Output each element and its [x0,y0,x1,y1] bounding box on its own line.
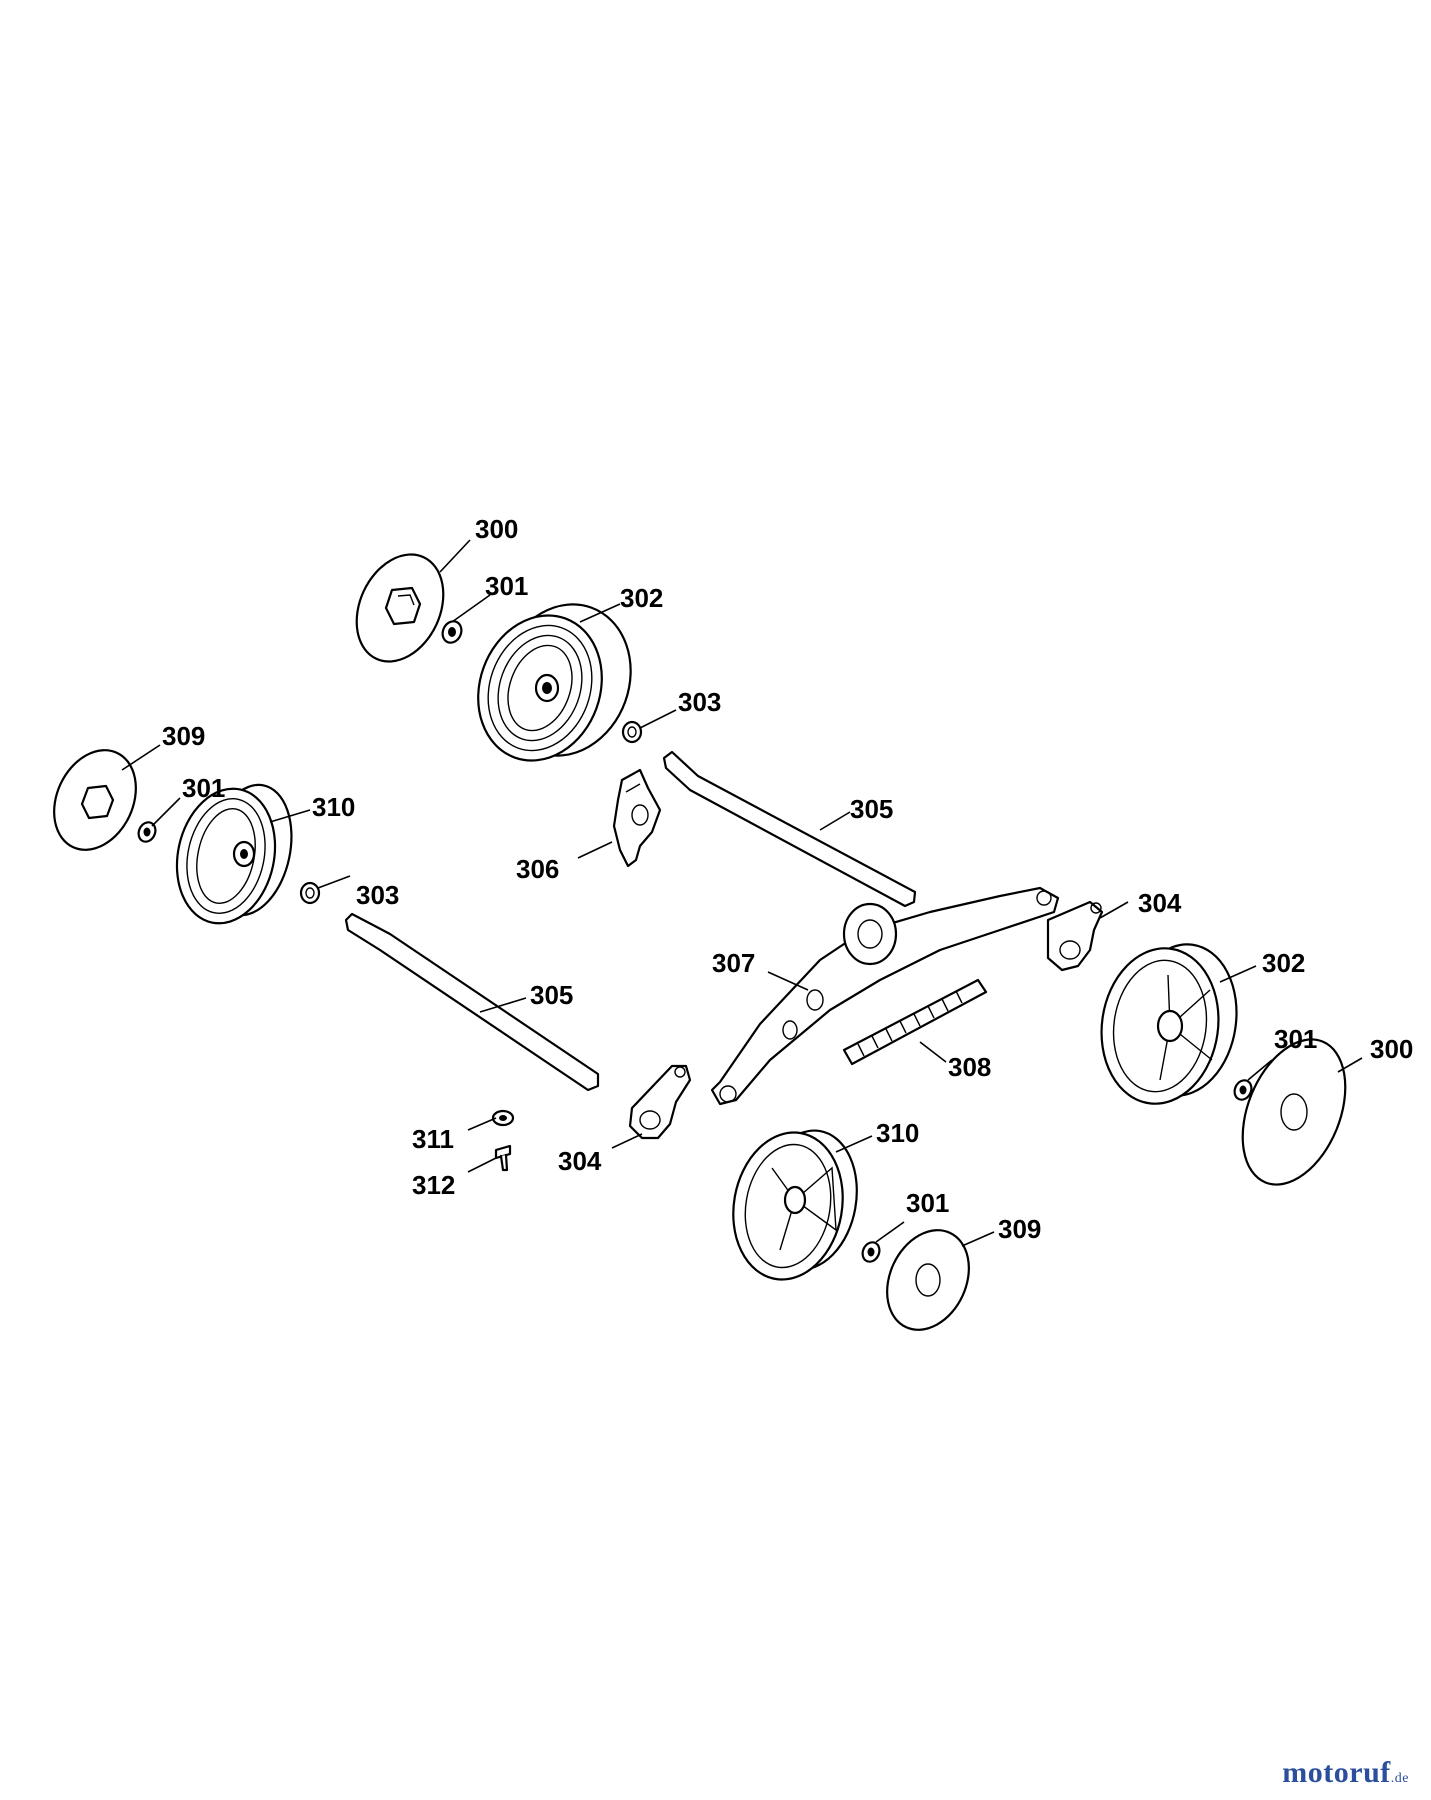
part-washer-303-top [621,720,643,744]
callout-303-left: 303 [356,880,399,910]
part-wheel-310-bottom [732,1129,858,1281]
part-wheel-310-left [175,783,293,925]
callout-307: 307 [712,948,755,978]
part-washer-311 [491,1109,515,1127]
callout-304-right: 304 [1138,888,1182,918]
callout-301-bottom: 301 [906,1188,949,1218]
callout-300-right: 300 [1370,1034,1413,1064]
callout-312: 312 [412,1170,455,1200]
part-washer-301-top [441,620,463,644]
callout-302-right: 302 [1262,948,1305,978]
callout-302-top: 302 [620,583,663,613]
callout-309-left: 309 [162,721,205,751]
part-spring-308 [842,978,988,1066]
part-washer-303-left [299,881,321,905]
part-wheel-302-top [477,603,632,762]
callout-301-right: 301 [1274,1024,1317,1054]
part-cap-309-left [53,749,137,851]
part-cap-309-bottom [886,1229,970,1331]
callout-309-bottom: 309 [998,1214,1041,1244]
part-lever-306 [612,768,662,868]
part-washer-301-left [137,821,157,843]
part-washer-301-right [1233,1079,1253,1101]
part-axle-305-lower [344,912,600,1092]
callout-310-left: 310 [312,792,355,822]
callout-311: 311 [412,1124,454,1154]
part-wheel-302-right [1100,943,1238,1105]
callout-304-left: 304 [558,1146,602,1176]
callout-301-top: 301 [485,571,528,601]
watermark-suffix: .de [1390,1771,1409,1786]
callout-310-bottom: 310 [876,1118,919,1148]
watermark-logo: motoruf.de [1282,1756,1409,1790]
leader-lines [121,539,1363,1247]
part-washer-301-bottom [861,1241,881,1263]
part-bracket-304-right [1046,900,1104,972]
part-hubcap-300-top [355,553,445,663]
callout-300-top: 300 [475,514,518,544]
callout-303-top: 303 [678,687,721,717]
callout-308: 308 [948,1052,991,1082]
part-axle-305-upper [662,750,917,908]
callout-306: 306 [516,854,559,884]
part-bracket-304-left [628,1064,692,1140]
callout-305-lower: 305 [530,980,573,1010]
callout-301-left: 301 [182,773,225,803]
part-screw-312 [494,1144,512,1172]
part-hubcap-300-right [1241,1038,1347,1186]
callout-305-upper: 305 [850,794,893,824]
part-frame-307 [710,886,1060,1106]
watermark-main: motoruf [1282,1756,1391,1789]
